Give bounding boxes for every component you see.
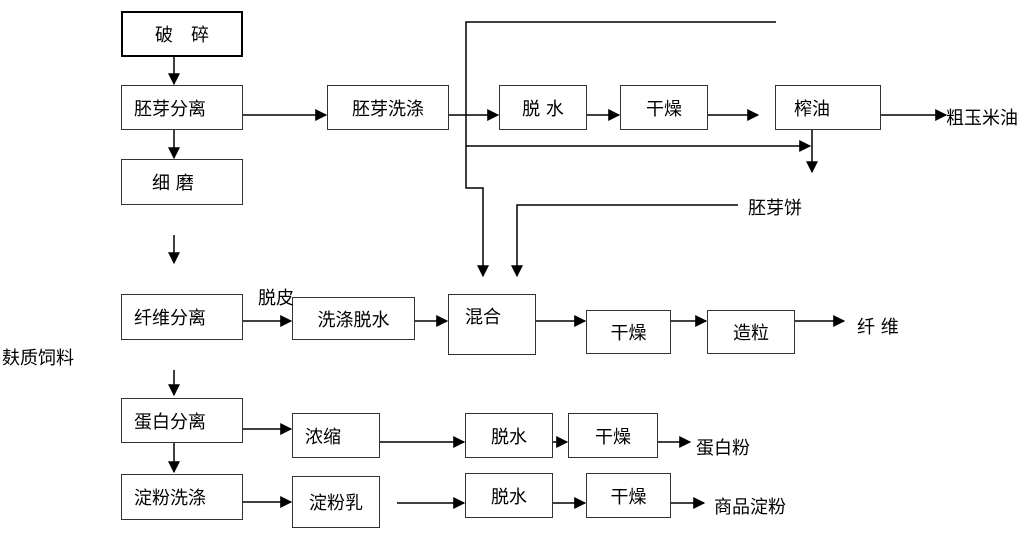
step-starch-wash-label: 淀粉洗涤: [134, 488, 206, 509]
step-wash-dewater: 洗涤脱水: [292, 297, 415, 340]
step-fine-grind: 细 磨: [121, 159, 243, 205]
step-germ-wash-label: 胚芽洗涤: [352, 98, 424, 120]
step-oil-press: 榨油: [775, 85, 881, 130]
step-starch-milk: 淀粉乳: [292, 476, 380, 528]
step-oil-press-label: 榨油: [794, 98, 830, 120]
label-germ-cake: 胚芽饼: [748, 198, 802, 219]
step-starch-milk-label: 淀粉乳: [309, 493, 363, 514]
step-protein-dry-label: 干燥: [595, 426, 631, 448]
step-protein-dewater: 脱水: [465, 413, 553, 458]
step-fiber-dry-label: 干燥: [610, 323, 647, 344]
step-starch-dewater: 脱水: [465, 473, 553, 518]
step-starch-dry: 干燥: [586, 473, 671, 518]
step-starch-dewater-label: 脱水: [491, 486, 527, 508]
step-mix-label: 混合: [465, 307, 501, 328]
step-crush: 破 碎: [121, 11, 243, 57]
step-protein-separation: 蛋白分离: [121, 398, 243, 443]
label-bran-feed: 麸质饲料: [2, 348, 74, 369]
label-peel: 脱皮: [258, 288, 294, 309]
step-concentrate: 浓缩: [292, 413, 380, 458]
step-crush-label: 破 碎: [155, 25, 209, 46]
step-starch-dry-label: 干燥: [610, 486, 647, 508]
step-fine-grind-label: 细 磨: [152, 173, 194, 194]
step-mix: 混合: [448, 294, 536, 355]
step-protein-dry: 干燥: [568, 413, 658, 458]
step-germ-wash: 胚芽洗涤: [327, 85, 449, 130]
step-protein-separation-label: 蛋白分离: [134, 411, 206, 433]
step-concentrate-label: 浓缩: [305, 426, 341, 448]
line-germcake-to-mix: [511, 204, 738, 278]
line-recycle-top: [465, 21, 776, 278]
step-wash-dewater-label: 洗涤脱水: [317, 309, 390, 331]
step-germ-dewater-label: 脱 水: [522, 98, 564, 120]
step-germ-dry-label: 干燥: [646, 98, 682, 120]
step-protein-dewater-label: 脱水: [491, 426, 527, 448]
step-starch-wash: 淀粉洗涤: [121, 474, 243, 520]
step-fiber-separation: 纤维分离: [121, 294, 243, 340]
label-starch-product: 商品淀粉: [714, 497, 786, 518]
step-granulate: 造粒: [707, 310, 795, 354]
step-germ-dry: 干燥: [620, 85, 708, 130]
label-crude-oil: 粗玉米油: [946, 108, 1018, 129]
step-fiber-dry: 干燥: [586, 310, 671, 354]
step-granulate-label: 造粒: [733, 323, 769, 344]
step-fiber-separation-label: 纤维分离: [134, 308, 206, 329]
step-germ-dewater: 脱 水: [499, 85, 587, 130]
step-germ-separation: 胚芽分离: [121, 85, 243, 130]
label-protein-powder: 蛋白粉: [696, 438, 750, 459]
label-fiber: 纤 维: [857, 317, 899, 338]
step-germ-separation-label: 胚芽分离: [134, 98, 206, 120]
